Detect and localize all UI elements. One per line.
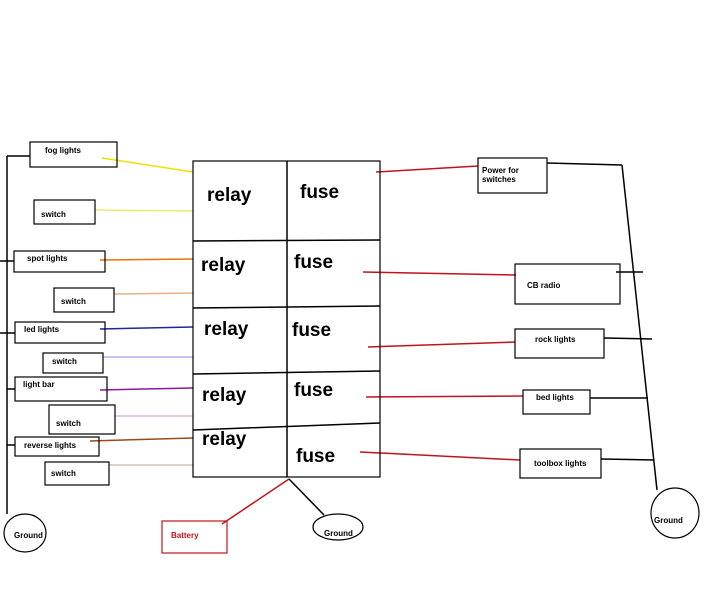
led-lights-box <box>14 321 106 344</box>
rock-lights-label: rock lights <box>535 335 576 344</box>
right-bus <box>621 164 658 491</box>
cb-radio-label: CB radio <box>527 281 561 290</box>
fuse-4-label: fuse <box>294 380 334 401</box>
switch-4-box <box>48 404 116 435</box>
light-bar-label: light bar <box>23 380 55 389</box>
rock-to-bus <box>603 337 653 340</box>
ground-wire <box>288 478 325 516</box>
sw2-wire <box>113 292 194 295</box>
row-2 <box>192 305 381 309</box>
rock-wire <box>367 341 516 348</box>
power-for-switches-box <box>477 157 548 194</box>
switch-1-label: switch <box>41 210 66 219</box>
spot-lights-label: spot lights <box>27 254 68 263</box>
ground-right-circle <box>650 487 700 539</box>
ground-center-circle <box>312 513 364 541</box>
cb-wire <box>362 271 517 276</box>
toolbox-to-bus <box>600 458 655 461</box>
relay-4-label: relay <box>202 385 247 406</box>
reverse-lights-box <box>14 436 100 457</box>
spot-lights-box <box>13 250 106 273</box>
toolbox-wire <box>359 451 521 461</box>
switch-2-label: switch <box>61 297 86 306</box>
led-wire <box>99 326 194 330</box>
switch-5-box <box>44 461 110 486</box>
switch-1-box <box>33 199 96 225</box>
relay-5-label: relay <box>202 429 247 450</box>
relay-2-label: relay <box>201 255 246 276</box>
fuse-3-label: fuse <box>292 320 332 341</box>
toolbox-lights-label: toolbox lights <box>534 459 587 468</box>
relay-3-label: relay <box>204 319 249 340</box>
fog-wire <box>101 157 194 173</box>
rock-lights-box <box>514 328 605 359</box>
power-wire <box>375 165 479 173</box>
row-4 <box>192 422 381 431</box>
led-lights-label: led lights <box>24 325 60 334</box>
switch-4-label: switch <box>56 419 81 428</box>
toolbox-lights-box <box>519 448 602 479</box>
switch-3-label: switch <box>52 357 77 366</box>
switch-5-label: switch <box>51 469 76 478</box>
fuse-1-label: fuse <box>300 182 340 203</box>
ground-left-label: Ground <box>14 531 43 540</box>
row-1 <box>192 239 381 242</box>
fog-lights-box <box>29 141 118 168</box>
bed-lights-box <box>522 389 591 415</box>
relay-1-label: relay <box>207 185 252 206</box>
relay-fuse-block <box>192 160 381 478</box>
fuse-2-label: fuse <box>294 252 334 273</box>
switch-2-box <box>53 287 115 313</box>
lightbar-wire <box>99 387 194 391</box>
bed-lights-label: bed lights <box>536 393 574 402</box>
battery-box <box>161 520 228 554</box>
sw1-wire <box>94 209 194 212</box>
power-for-switches-label-line2: switches <box>482 175 516 184</box>
power-for-switches-label-line1: Power for <box>482 166 519 175</box>
fuse-5-label: fuse <box>296 446 336 467</box>
ground-left-circle <box>3 513 47 553</box>
battery-label: Battery <box>171 531 199 540</box>
fog-lights-label: fog lights <box>45 146 81 155</box>
ground-right-label: Ground <box>654 516 683 525</box>
right-bus-top <box>546 162 623 166</box>
ground-center-label: Ground <box>324 529 353 538</box>
switch-3-box <box>42 352 104 374</box>
reverse-lights-label: reverse lights <box>24 441 77 450</box>
spot-wire <box>99 258 194 261</box>
battery-wire <box>221 478 290 525</box>
cb-radio-box <box>514 263 621 305</box>
reverse-wire <box>89 437 194 442</box>
light-bar-box <box>14 376 108 402</box>
row-3 <box>192 370 381 375</box>
bed-wire <box>365 395 524 398</box>
